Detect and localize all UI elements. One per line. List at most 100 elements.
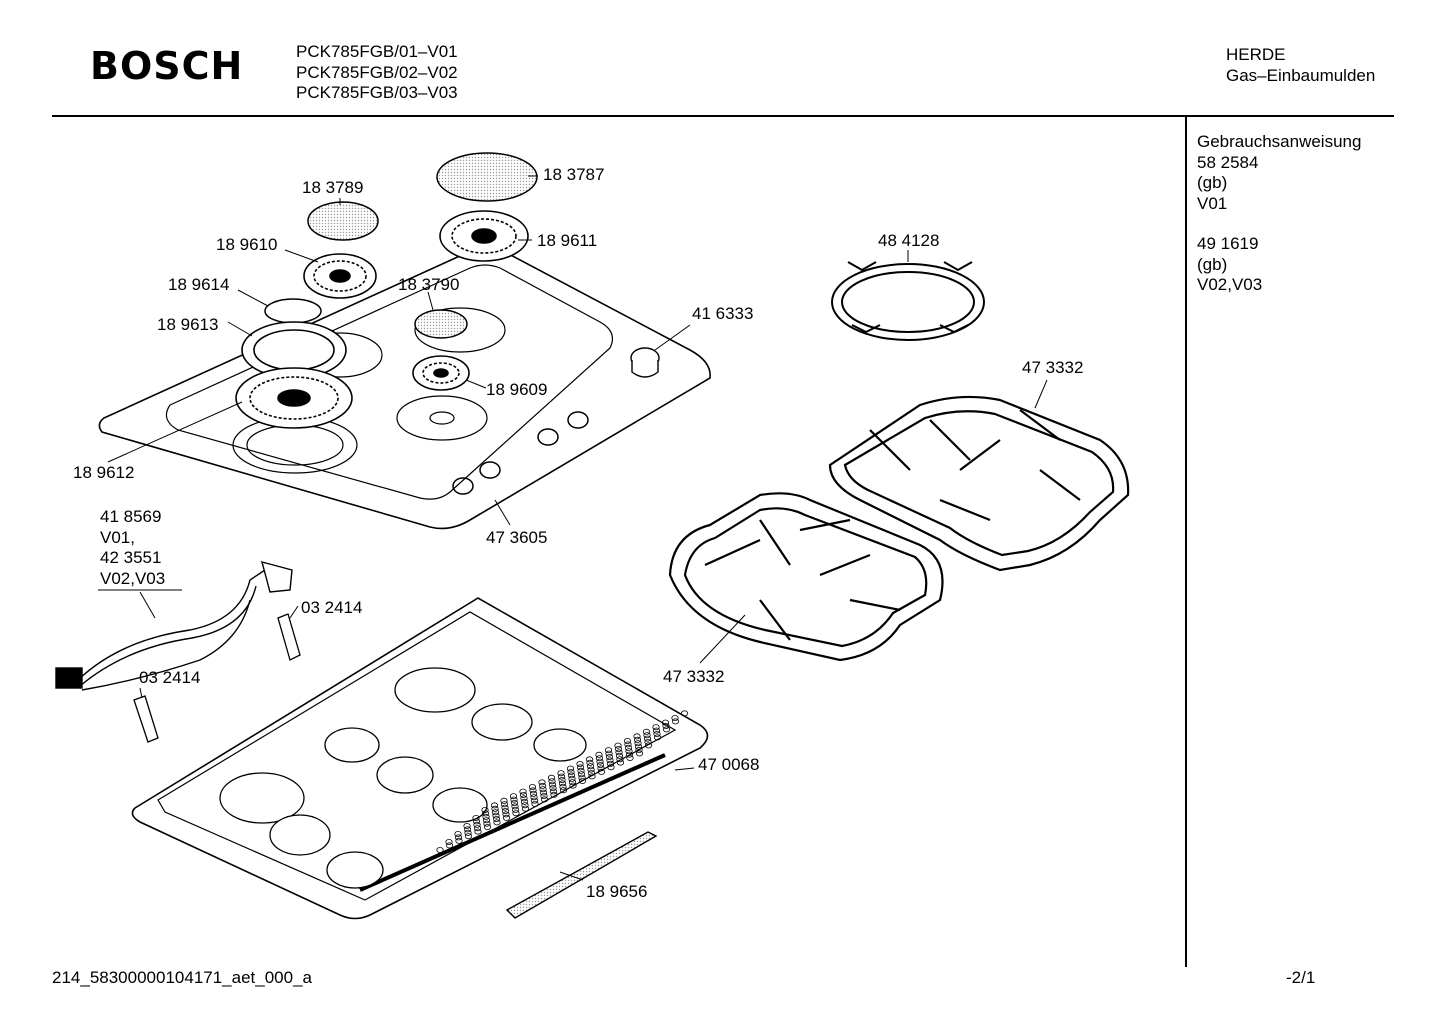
power-cable [55,561,293,691]
burner-heads [235,210,529,429]
vent-hole [473,825,482,832]
part-label-473605: 47 3605 [486,528,548,547]
vent-hole [643,735,652,742]
vent-hole [549,788,558,795]
vent-hole [576,761,584,768]
vent-hole [519,788,527,795]
part-label-189612: 18 9612 [73,463,135,482]
cable-version-2: V02,V03 [100,568,166,588]
vent-hole [597,765,605,772]
vent-hole [493,819,501,826]
vent-hole [539,789,548,796]
vent-hole [500,801,509,808]
vent-hole [490,802,499,809]
vent-hole [635,750,644,757]
vent-hole [464,829,472,836]
vent-hole [549,785,557,792]
manual-info: Gebrauchsanweisung 58 2584 (gb) V01 49 1… [1197,132,1361,296]
part-label-189611: 18 9611 [537,231,598,250]
vent-hole [568,779,577,786]
vent-hole [578,778,587,785]
cable-version-1: V01, [100,527,135,547]
footer-code: 214_58300000104171_aet_000_a [52,968,312,987]
vent-hole [587,770,596,777]
wok-ring [831,261,985,341]
vent-hole [531,801,539,808]
vent-hole [481,810,490,817]
vent-hole [578,774,586,781]
vent-hole [605,754,614,761]
part-label-032414-top: 03 2414 [301,598,363,617]
seal-strip [505,831,658,919]
vent-hole [491,805,499,812]
vent-hole [595,755,604,762]
part-label-189656: 18 9656 [586,882,648,901]
manual-2-number: 49 1619 [1197,234,1259,253]
part-label-189613: 18 9613 [157,315,219,334]
manual-1-version: V01 [1197,193,1228,213]
vent-hole [529,790,538,797]
vent-hole [587,766,595,773]
part-label-473332-left: 47 3332 [663,667,725,686]
vent-hole [559,783,567,790]
mounting-clips [133,613,301,743]
part-label-416333: 41 6333 [692,304,754,323]
vent-hole [569,782,577,789]
category-main: HERDE [1226,45,1286,64]
vent-hole [652,727,661,734]
vent-hole [454,834,463,841]
vent-hole [577,771,586,778]
vent-hole [528,784,537,791]
vent-hole [661,719,670,726]
vent-hole [472,815,480,822]
vent-hole [510,796,518,803]
vent-hole [491,809,500,816]
vent-hole [644,739,652,746]
vent-hole [588,773,596,780]
vent-hole [634,743,643,750]
vent-hole [540,796,549,803]
vent-hole [512,810,520,817]
vent-hole [492,816,501,823]
vent-hole [595,751,603,758]
vent-hole [483,824,492,831]
vent-hole [558,780,567,787]
manual-2-version: V02,V03 [1197,275,1263,294]
vent-hole [445,842,454,849]
vent-hole [548,778,556,785]
vent-hole [643,732,651,739]
vent-hole [538,782,547,789]
model-list: PCK785FGB/01–V01 PCK785FGB/02–V02 PCK785… [296,42,458,104]
vent-hole [615,749,623,756]
vent-hole [671,718,680,725]
vent-hole [510,800,519,807]
vent-hole [644,742,653,749]
vent-hole [481,807,489,814]
vent-holes [436,710,689,854]
category-sub: Gas–Einbaumulden [1226,65,1376,85]
vent-hole [642,728,651,735]
vent-hole [502,811,510,818]
vent-hole [586,759,594,766]
vent-hole [653,734,662,741]
brand-logo: BOSCH [90,44,244,88]
vent-hole [633,736,642,743]
part-label-032414-bottom: 03 2414 [139,668,201,687]
part-label-183787: 18 3787 [543,165,605,184]
vent-hole [501,808,510,815]
footer-page-number: -2/1 [1286,968,1316,987]
vent-hole [597,768,606,775]
part-label-470068: 47 0068 [698,755,760,774]
vent-hole [521,802,529,809]
vent-hole [473,821,481,828]
vent-hole [463,826,472,833]
model-3: PCK785FGB/03–V03 [296,83,458,102]
vent-hole [623,738,632,745]
vent-hole [616,759,625,766]
vent-hole [538,779,546,786]
vent-hole [585,756,594,763]
vent-hole [652,724,660,731]
model-1: PCK785FGB/01–V01 [296,42,458,61]
model-2: PCK785FGB/02–V02 [296,62,458,82]
vent-hole [492,812,500,819]
